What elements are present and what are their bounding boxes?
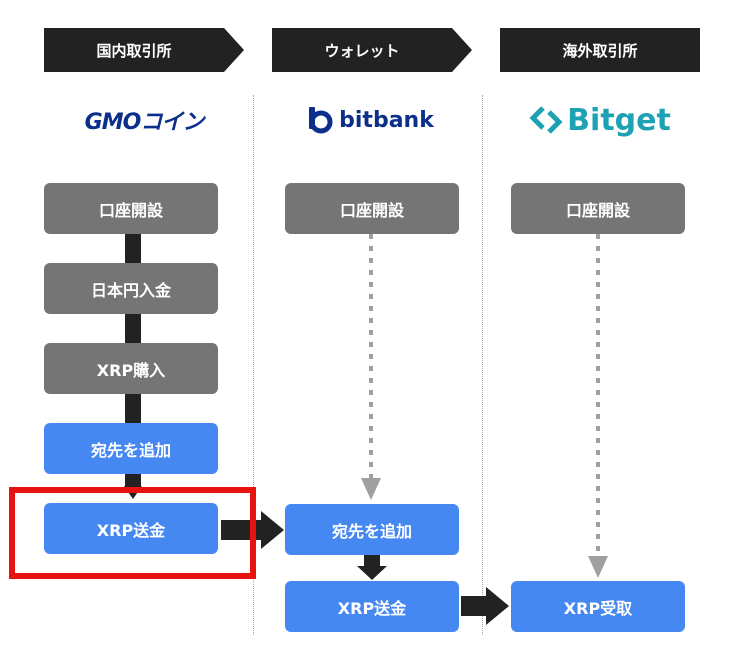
wallet-short-connector [364,553,380,567]
wallet-open-account-label: 口座開設 [339,200,404,220]
jpy-deposit-label: 日本円入金 [90,280,171,300]
send-to-overseas-arrowhead [486,587,509,625]
wallet-short-arrowhead [357,566,387,580]
header-rect-shape [500,28,700,72]
header-overseas: 海外取引所 [500,28,700,72]
wallet-add-destination-step: 宛先を追加 [285,504,459,555]
gmo-coin-logo: GMOコイン [44,100,244,140]
bitget-logo-text: Bitget [567,102,671,138]
header-arrow-shape [44,28,244,72]
header-overseas-label: 海外取引所 [562,41,638,60]
bitget-icon [529,106,563,134]
header-domestic-label: 国内取引所 [96,41,172,60]
domestic-send-xrp-label: XRP送金 [96,520,166,540]
domestic-send-xrp-step: XRP送金 [44,503,218,554]
send-to-wallet-arrowhead [261,511,284,549]
overseas-open-account-label: 口座開設 [565,200,630,220]
wallet-add-destination-label: 宛先を追加 [331,521,412,541]
send-to-overseas-arrow-body [461,596,489,616]
bitget-logo: Bitget [520,100,680,140]
domestic-add-destination-step: 宛先を追加 [44,423,218,474]
bitbank-icon [309,107,333,134]
receive-xrp-label: XRP受取 [563,598,633,618]
jpy-deposit-step: 日本円入金 [44,263,218,314]
header-domestic: 国内取引所 [44,28,244,72]
domestic-open-account-step: 口座開設 [44,183,218,234]
overseas-open-account-step: 口座開設 [511,183,685,234]
domestic-open-account-label: 口座開設 [98,200,163,220]
column-divider-left [253,95,254,635]
wallet-dotted-arrowhead [361,478,381,500]
header-wallet: ウォレット [272,28,472,72]
highlight-frame [9,487,256,579]
buy-xrp-label: XRP購入 [96,360,166,380]
bitbank-logo-text: bitbank [339,107,434,133]
header-wallet-label: ウォレット [324,41,400,60]
wallet-open-account-step: 口座開設 [285,183,459,234]
header-arrow-shape [272,28,472,72]
gmo-coin-logo-text: GMOコイン [84,110,205,135]
column-divider-right [482,95,483,635]
domestic-add-destination-label: 宛先を追加 [90,440,171,460]
wallet-send-xrp-label: XRP送金 [337,598,407,618]
wallet-send-xrp-step: XRP送金 [285,581,459,632]
bitbank-logo: bitbank [290,100,450,140]
overseas-dotted-arrowhead [588,556,608,578]
receive-xrp-step: XRP受取 [511,581,685,632]
buy-xrp-step: XRP購入 [44,343,218,394]
